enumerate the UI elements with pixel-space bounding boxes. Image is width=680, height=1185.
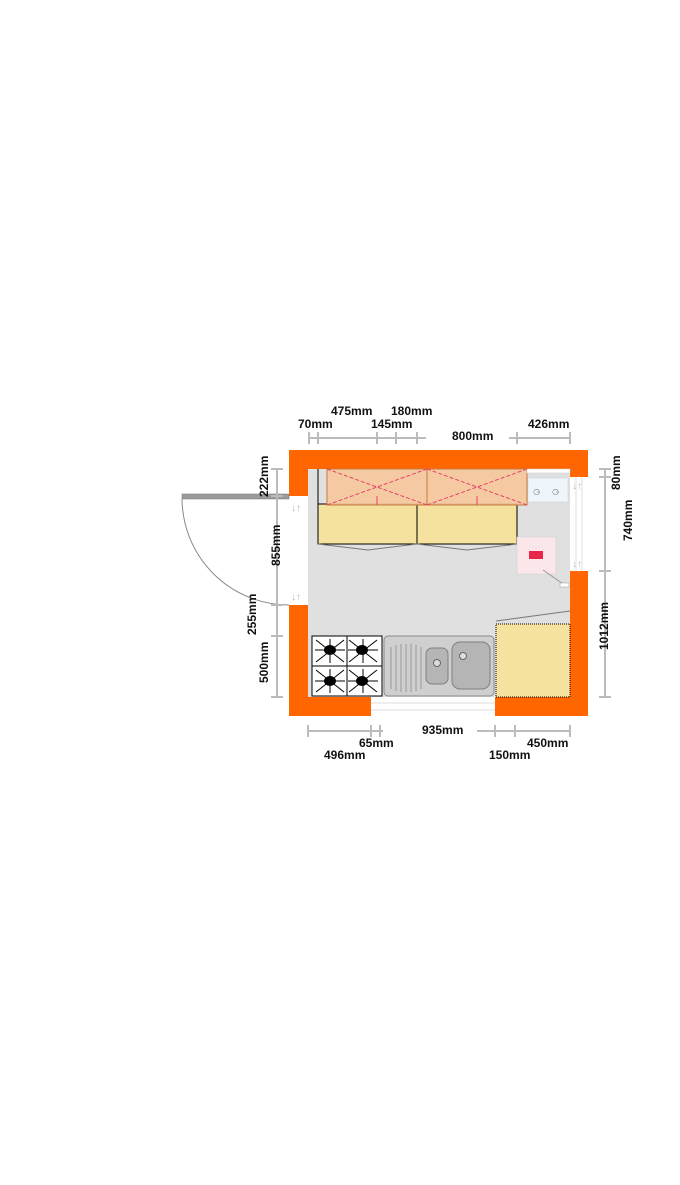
left-door-opening	[289, 496, 308, 605]
wall-bottom-left	[289, 697, 371, 716]
hob-burners	[315, 639, 378, 693]
sink-large-bowl	[451, 641, 491, 690]
wall-bottom-right	[495, 697, 588, 716]
dim-top-145: 145mm	[371, 417, 412, 431]
wall-left-lower	[289, 605, 308, 716]
wall-cabinet-icon	[326, 468, 528, 506]
opening-marker-right-top: ↓↑	[572, 481, 582, 492]
door-leaf	[181, 493, 290, 500]
base-cabinet-top-left	[317, 503, 418, 545]
dim-bottom-150: 150mm	[489, 748, 530, 762]
bottom-window-opening	[371, 697, 495, 716]
dim-bottom-65: 65mm	[359, 736, 394, 750]
opening-marker-right-bottom: ↓↑	[572, 559, 582, 570]
wall-top	[289, 450, 588, 469]
socket-panel	[527, 477, 569, 503]
switch-marker	[529, 551, 543, 559]
dim-right-80: 80mm	[609, 455, 623, 490]
dim-right-1012: 1012mm	[597, 602, 611, 650]
dim-bottom-450: 450mm	[527, 736, 568, 750]
dim-top-475: 475mm	[331, 404, 372, 418]
dim-left-855: 855mm	[269, 525, 283, 566]
wall-right-upper	[570, 450, 588, 477]
svg-text:⚆: ⚆	[552, 488, 559, 497]
dimension-labels: 70mm 475mm 145mm 180mm 800mm 426mm 935mm…	[245, 404, 635, 762]
door-arc	[181, 498, 290, 606]
dim-top-800: 800mm	[452, 429, 493, 443]
double-bowl-sink-icon	[383, 635, 495, 697]
svg-text:⚆: ⚆	[533, 488, 540, 497]
base-cabinet-icon	[317, 469, 518, 551]
opening-marker-left-bottom: ↓↑	[291, 592, 301, 603]
window-sill	[526, 468, 571, 474]
wall-switch-icon	[516, 536, 570, 588]
openings: ↓↑ ↓↑ ↓↑ ↓↑	[289, 477, 588, 716]
wall-left-upper	[289, 450, 308, 496]
opening-marker-left-top: ↓↑	[291, 503, 301, 514]
door-swing-icon	[181, 493, 290, 606]
right-window-opening	[570, 477, 588, 571]
base-cabinet-right	[495, 610, 571, 698]
dim-top-180: 180mm	[391, 404, 432, 418]
four-burner-hob-icon	[311, 635, 383, 697]
dim-bottom-496: 496mm	[324, 748, 365, 762]
dim-left-255: 255mm	[245, 594, 259, 635]
sink-drainer	[390, 644, 422, 692]
base-cabinet-top-right	[416, 503, 518, 545]
dim-top-70: 70mm	[298, 417, 333, 431]
walls	[289, 450, 588, 716]
double-socket-icon: ⚆ ⚆	[527, 477, 569, 503]
dim-left-500: 500mm	[257, 642, 271, 683]
dimension-lines	[271, 432, 611, 737]
dim-left-222: 222mm	[257, 456, 271, 497]
dim-top-426: 426mm	[528, 417, 569, 431]
dim-right-740: 740mm	[621, 500, 635, 541]
dim-bottom-935: 935mm	[422, 723, 463, 737]
wall-right-lower	[570, 571, 588, 716]
